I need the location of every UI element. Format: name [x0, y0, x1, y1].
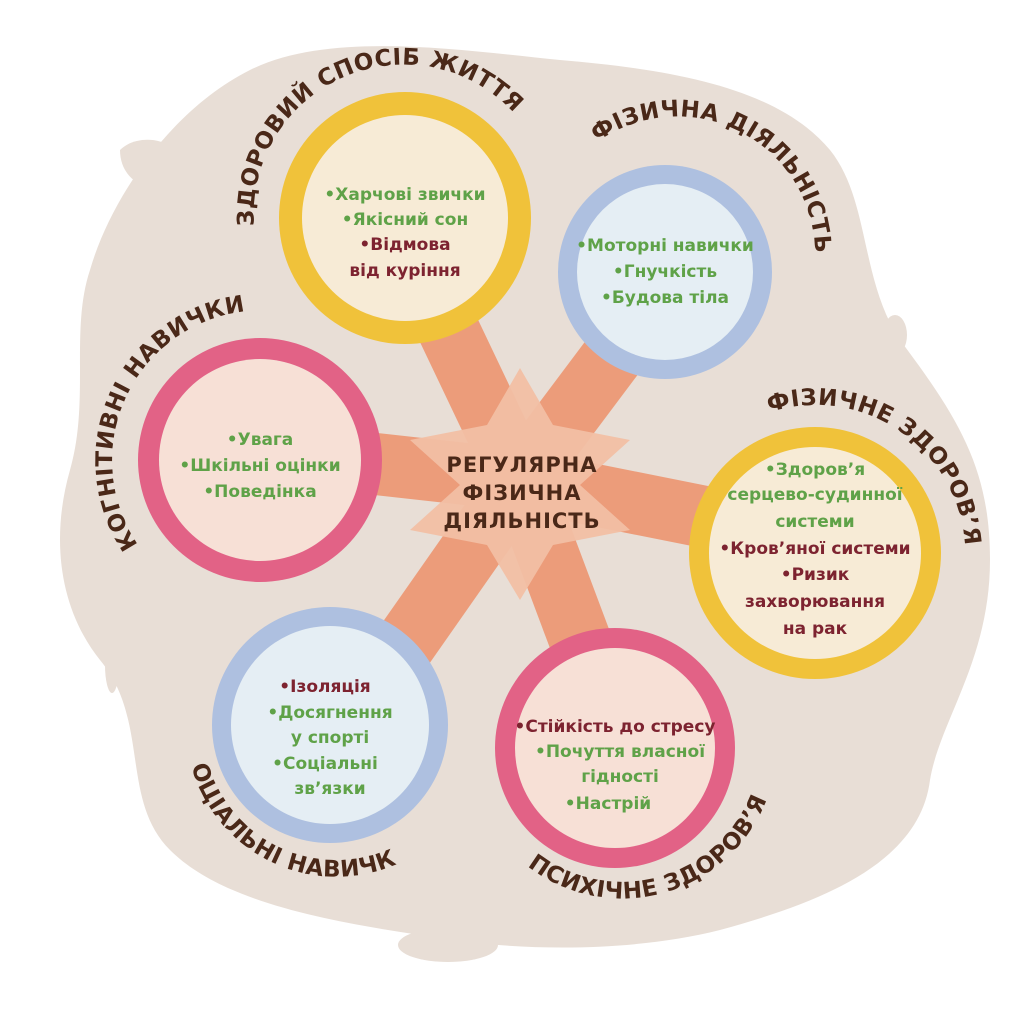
- background-blob-piece: [883, 315, 907, 355]
- diagram-text: від куріння: [349, 261, 460, 281]
- diagram-text: у спорті: [291, 728, 369, 748]
- diagram-text: •Здоров’я: [765, 460, 865, 480]
- diagram-text: •Харчові звички: [324, 185, 485, 205]
- center-label: РЕГУЛЯРНА ФІЗИЧНА ДІЯЛЬНІСТЬ: [443, 453, 600, 533]
- diagram-text: •Моторні навички: [576, 236, 754, 256]
- node-physical-health: ФІЗИЧНЕ ЗДОРОВ’Я •Здоров’я серцево-судин…: [689, 385, 985, 679]
- diagram-text: •Ризик: [781, 565, 850, 585]
- diagram-text: серцево-судинної: [727, 485, 902, 505]
- diagram-text: •Досягнення: [267, 703, 392, 723]
- diagram-text: •Стійкість до стресу: [514, 717, 715, 737]
- diagram-text: •Настрій: [565, 794, 651, 814]
- diagram-text: •Поведінка: [203, 482, 316, 502]
- diagram-text: •Кров’яної системи: [719, 539, 910, 559]
- background-blob-piece: [105, 637, 119, 693]
- diagram-text: на рак: [783, 619, 848, 639]
- diagram-text: системи: [775, 512, 854, 532]
- diagram-text: •Якісний сон: [342, 210, 468, 230]
- diagram-text: гідності: [581, 767, 659, 787]
- diagram-text: •Будова тіла: [601, 288, 729, 308]
- background-blob-piece: [120, 139, 182, 189]
- diagram-text: РЕГУЛЯРНА: [446, 453, 597, 477]
- diagram-text: •Ізоляція: [279, 677, 370, 697]
- diagram-text: •Гнучкість: [613, 262, 717, 282]
- diagram-text: •Соціальні: [272, 754, 378, 774]
- diagram-text: •Увага: [227, 430, 294, 450]
- diagram-text: •Шкільні оцінки: [179, 456, 340, 476]
- diagram-text: зв’язки: [294, 779, 365, 799]
- diagram-text: ДІЯЛЬНІСТЬ: [443, 509, 600, 533]
- diagram-text: •Відмова: [359, 235, 450, 255]
- diagram-text: ФІЗИЧНА: [463, 481, 582, 505]
- node-cognitive-skills: КОГНІТИВНІ НАВИЧКИ •Увага •Шкільні оцінк…: [92, 291, 382, 582]
- diagram-text: захворювання: [745, 592, 885, 612]
- diagram-text: •Почуття власної: [535, 742, 705, 762]
- center-star: [410, 368, 630, 600]
- background-blob-piece: [398, 928, 498, 962]
